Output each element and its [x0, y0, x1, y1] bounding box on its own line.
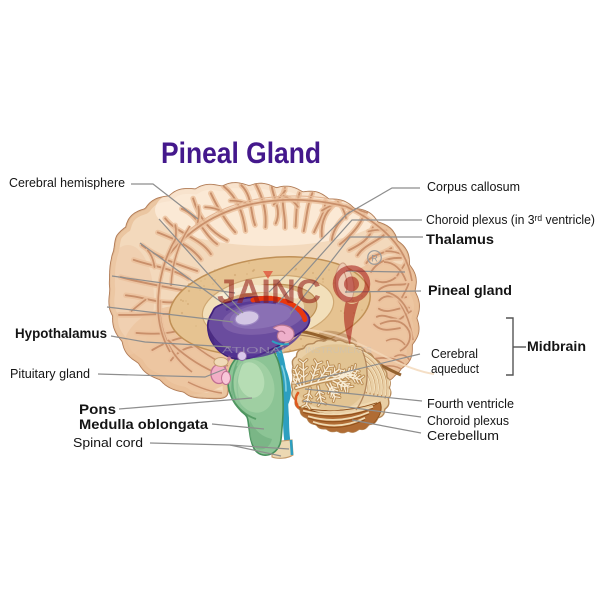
- svg-text:Medulla oblongata: Medulla oblongata: [79, 416, 208, 432]
- svg-text:Cerebral: Cerebral: [431, 346, 478, 361]
- svg-text:Choroid plexus (in 3rd ventric: Choroid plexus (in 3rd ventricle): [426, 212, 595, 227]
- svg-text:Corpus callosum: Corpus callosum: [427, 179, 520, 194]
- svg-text:Midbrain: Midbrain: [527, 338, 586, 354]
- svg-text:Pituitary gland: Pituitary gland: [10, 366, 90, 381]
- svg-text:Fourth ventricle: Fourth ventricle: [427, 396, 514, 411]
- svg-text:JAINC: JAINC: [217, 273, 321, 311]
- svg-text:Spinal cord: Spinal cord: [73, 435, 143, 450]
- svg-text:Pineal gland: Pineal gland: [428, 282, 512, 298]
- svg-text:ATIONAL: ATIONAL: [222, 346, 291, 355]
- svg-text:Hypothalamus: Hypothalamus: [15, 325, 107, 341]
- svg-text:Pons: Pons: [79, 401, 116, 417]
- svg-text:Pineal Gland: Pineal Gland: [161, 137, 321, 170]
- svg-text:R: R: [371, 253, 378, 263]
- svg-text:Cerebral hemisphere: Cerebral hemisphere: [9, 175, 125, 190]
- svg-text:Cerebellum: Cerebellum: [427, 428, 499, 443]
- svg-text:Thalamus: Thalamus: [426, 231, 494, 247]
- svg-text:INSTRUMENTS: INSTRUMENTS: [305, 346, 372, 355]
- svg-text:Choroid plexus: Choroid plexus: [427, 413, 509, 428]
- svg-text:aqueduct: aqueduct: [431, 361, 479, 376]
